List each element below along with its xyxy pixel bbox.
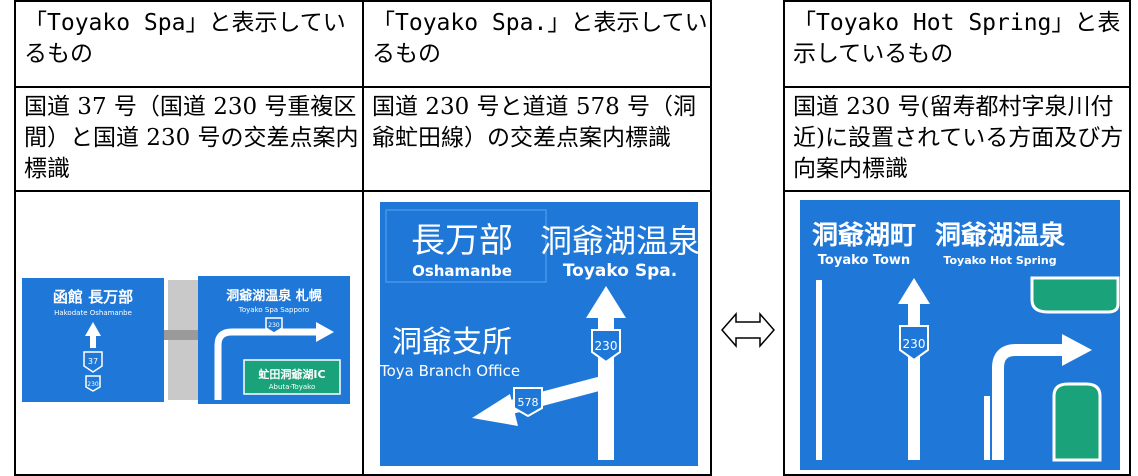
sign2-top-left-jp: 長万部 <box>411 221 513 261</box>
green-area-bottom <box>1052 382 1102 462</box>
sign2-route-main: 230 <box>595 339 618 353</box>
sign1-left-places-jp: 函館 長万部 <box>53 288 133 306</box>
col3-description: 国道 230 号(留寿都村字泉川付近)に設置されている方面及び方向案内標識 <box>783 86 1131 190</box>
sign-photo-2: 長万部 Oshamanbe 洞爺湖温泉 Toyako Spa. 230 578 … <box>380 202 698 466</box>
col3-header: 「Toyako Hot Spring」と表示しているもの <box>783 0 1131 86</box>
sign1-right-places-en: Toyako Spa Sapporo <box>238 306 309 314</box>
route-shield-icon <box>591 329 621 364</box>
sign2-top-right-en: Toyako Spa. <box>563 261 677 281</box>
left-right-double-arrow-icon <box>718 300 778 360</box>
sign3-left-jp: 洞爺湖町 <box>812 221 916 251</box>
sign1-right-route: 230 <box>268 322 280 329</box>
route-shield-icon <box>265 317 283 334</box>
sign3-route: 230 <box>903 337 926 351</box>
up-arrow-icon <box>586 286 626 362</box>
sign1-left-places-en: Hakodate Oshamanbe <box>54 309 132 317</box>
col1-header: 「Toyako Spa」と表示しているもの <box>14 0 362 86</box>
route-shield-icon <box>513 387 543 418</box>
sign1-ic-jp: 虻田洞爺湖IC <box>258 367 325 381</box>
route-shield-icon <box>85 375 101 392</box>
col2-header: 「Toyako Spa.」と表示しているもの <box>362 0 712 86</box>
sign2-panel <box>380 202 698 466</box>
sign2-left-en: Toya Branch Office <box>380 362 520 380</box>
sign-photo-3: 洞爺湖町 Toyako Town 洞爺湖温泉 Toyako Hot Spring… <box>800 200 1120 470</box>
sign3-left-en: Toyako Town <box>818 253 910 268</box>
ic-green-plate <box>243 359 341 395</box>
col1-description: 国道 37 号（国道 230 号重複区間）と国道 230 号の交差点案内標識 <box>14 86 362 190</box>
sign-photo-1: 函館 長万部 Hakodate Oshamanbe 37 230 洞爺湖温泉 札… <box>18 270 354 410</box>
sign1-route2: 230 <box>87 381 99 388</box>
col1-image-cell <box>14 190 362 476</box>
up-arrow-icon <box>85 322 101 348</box>
up-arrow-icon <box>898 278 930 460</box>
sign1-route1: 37 <box>88 357 98 366</box>
sign3-right-en: Toyako Hot Spring <box>943 254 1056 267</box>
sign1-ic-en: Abuta-Toyako <box>269 383 315 391</box>
sign3-right-jp: 洞爺湖温泉 <box>935 220 1066 251</box>
turn-right-arrow-icon <box>214 328 318 400</box>
col2-image-cell <box>362 190 712 476</box>
sign1-right-places-jp: 洞爺湖温泉 札幌 <box>226 288 322 304</box>
col2-description: 国道 230 号と道道 578 号（洞爺虻田線）の交差点案内標識 <box>362 86 712 190</box>
sign2-route-branch: 578 <box>518 396 539 409</box>
sign2-top-right-jp: 洞爺湖温泉 <box>540 222 698 260</box>
sign2-top-left-en: Oshamanbe <box>412 262 512 280</box>
turn-right-arrow-icon <box>992 344 1066 460</box>
col3-image-cell <box>783 190 1131 476</box>
route-shield-icon <box>899 325 929 362</box>
route-shield-icon <box>83 351 103 373</box>
sign2-left-jp: 洞爺支所 <box>392 325 512 360</box>
green-area-top <box>1030 276 1120 314</box>
